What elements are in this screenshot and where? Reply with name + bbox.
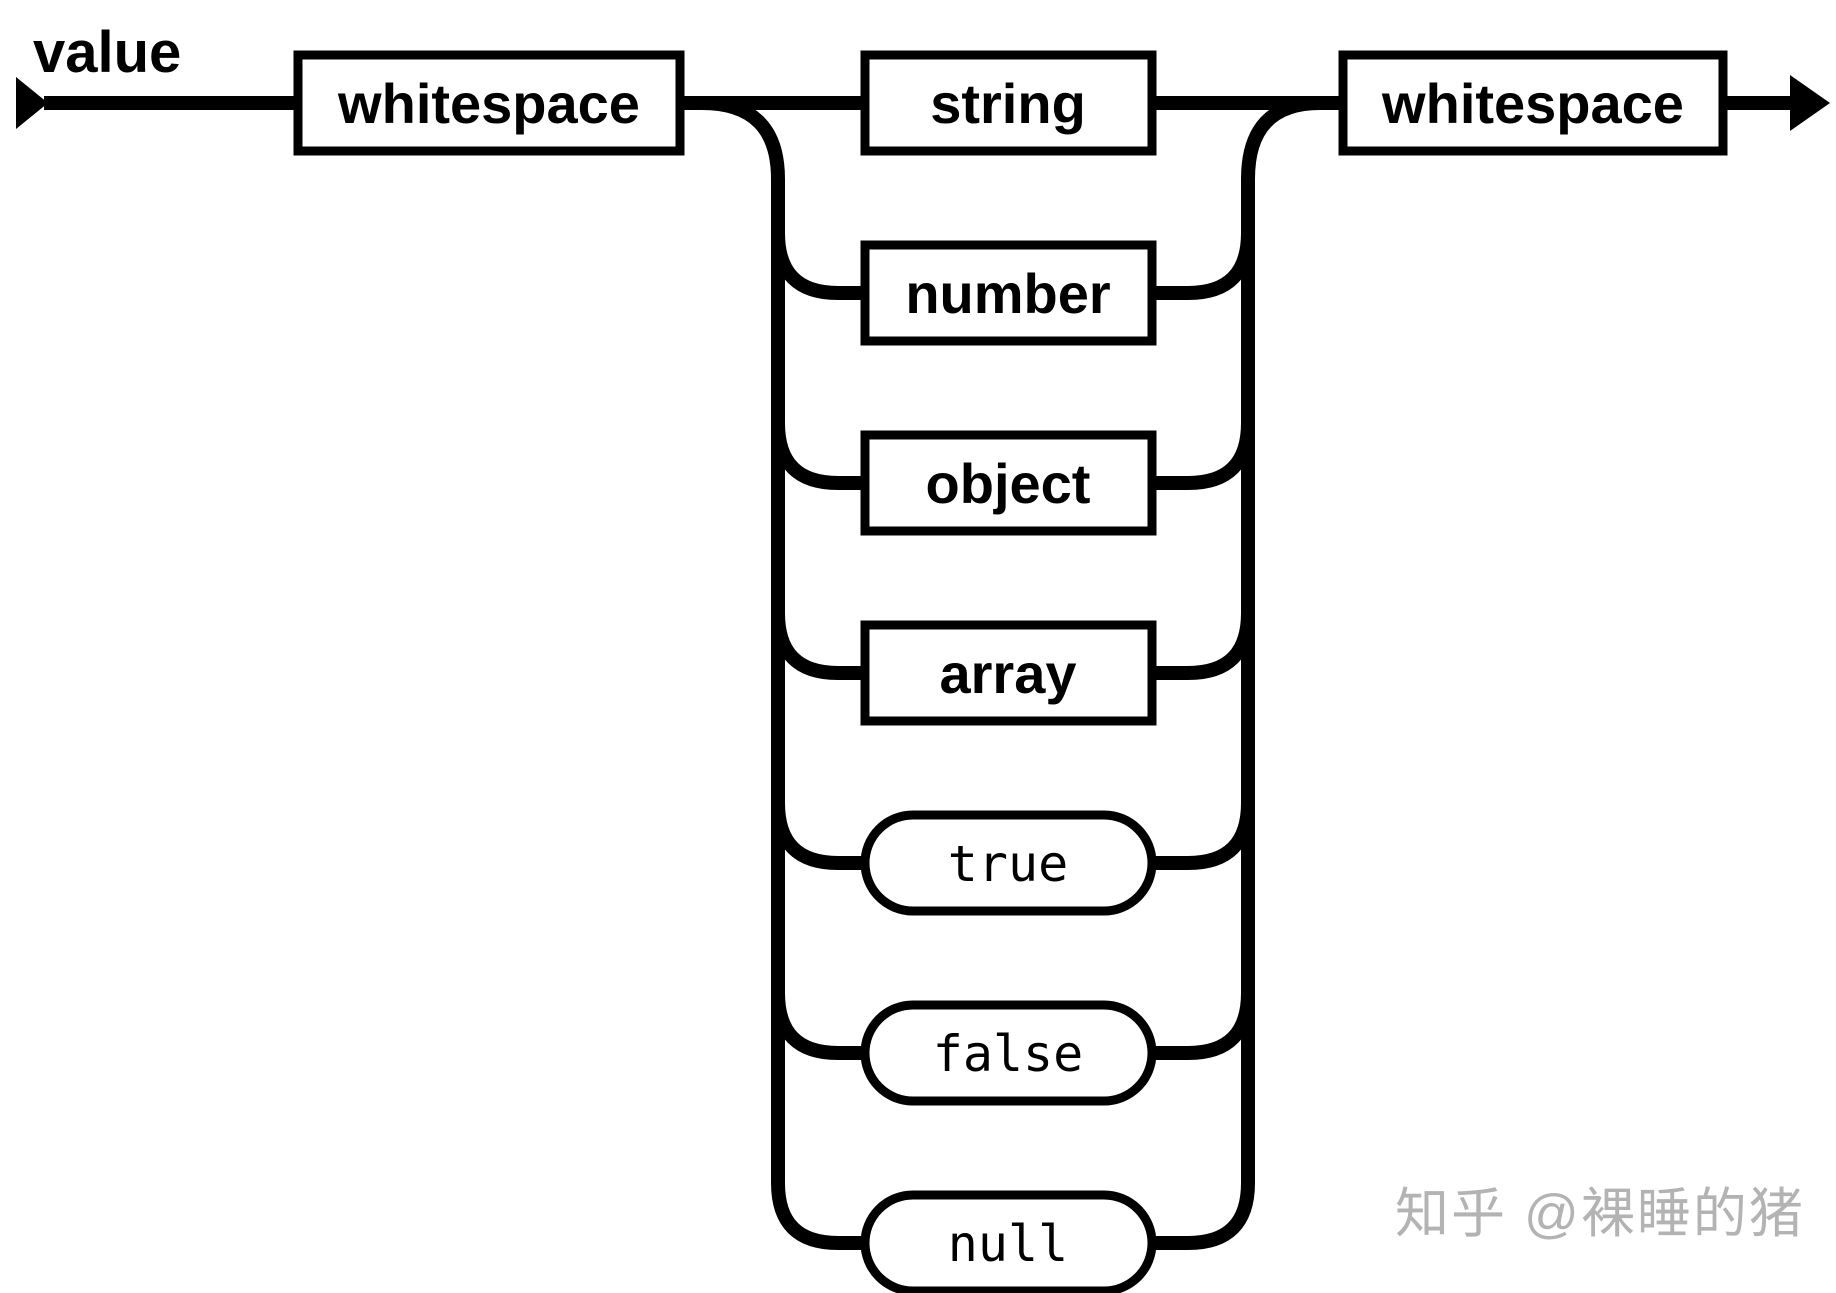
branch-array-label: array — [939, 642, 1076, 705]
terminal-capsule-false: false — [860, 1000, 1157, 1106]
row-connector-right-object — [1150, 422, 1255, 490]
row-connector-left-number — [771, 232, 867, 300]
branch-string-label: string — [930, 72, 1086, 135]
row-connector-left-array — [771, 612, 867, 680]
branch-object-label: object — [926, 452, 1091, 515]
row-connector-right-number — [1150, 232, 1255, 300]
terminal-null-label: null — [948, 1215, 1068, 1273]
row-connector-right-array — [1150, 612, 1255, 680]
branch-number-label: number — [905, 262, 1110, 325]
watermark-text: 知乎 @裸睡的猪 — [1395, 1184, 1805, 1244]
branch-box-array: array — [860, 620, 1157, 726]
end-arrow-icon — [1790, 75, 1830, 131]
whitespace-entry-label: whitespace — [337, 72, 640, 135]
branch-box-string: string — [860, 50, 1157, 156]
branch-rail-left — [701, 96, 785, 1183]
terminal-false-label: false — [933, 1025, 1084, 1083]
whitespace-box-entry: whitespace — [293, 50, 685, 156]
whitespace-exit-label: whitespace — [1381, 72, 1684, 135]
branch-box-number: number — [860, 240, 1157, 346]
row-connector-left-object — [771, 422, 867, 490]
branch-rail-right — [1241, 96, 1321, 1183]
row-connector-right-true — [1150, 802, 1255, 870]
row-connector-left-false — [771, 992, 867, 1060]
terminal-capsule-true: true — [860, 810, 1157, 916]
terminal-true-label: true — [948, 835, 1068, 893]
row-connector-left-null — [771, 1182, 867, 1250]
row-connector-right-false — [1150, 992, 1255, 1060]
terminal-capsule-null: null — [860, 1190, 1157, 1293]
start-arrow-icon — [16, 77, 48, 129]
row-connector-left-true — [771, 802, 867, 870]
rule-name-label: value — [33, 20, 181, 85]
whitespace-box-exit: whitespace — [1338, 50, 1728, 156]
branch-box-object: object — [860, 430, 1157, 536]
row-connector-right-null — [1150, 1182, 1255, 1250]
